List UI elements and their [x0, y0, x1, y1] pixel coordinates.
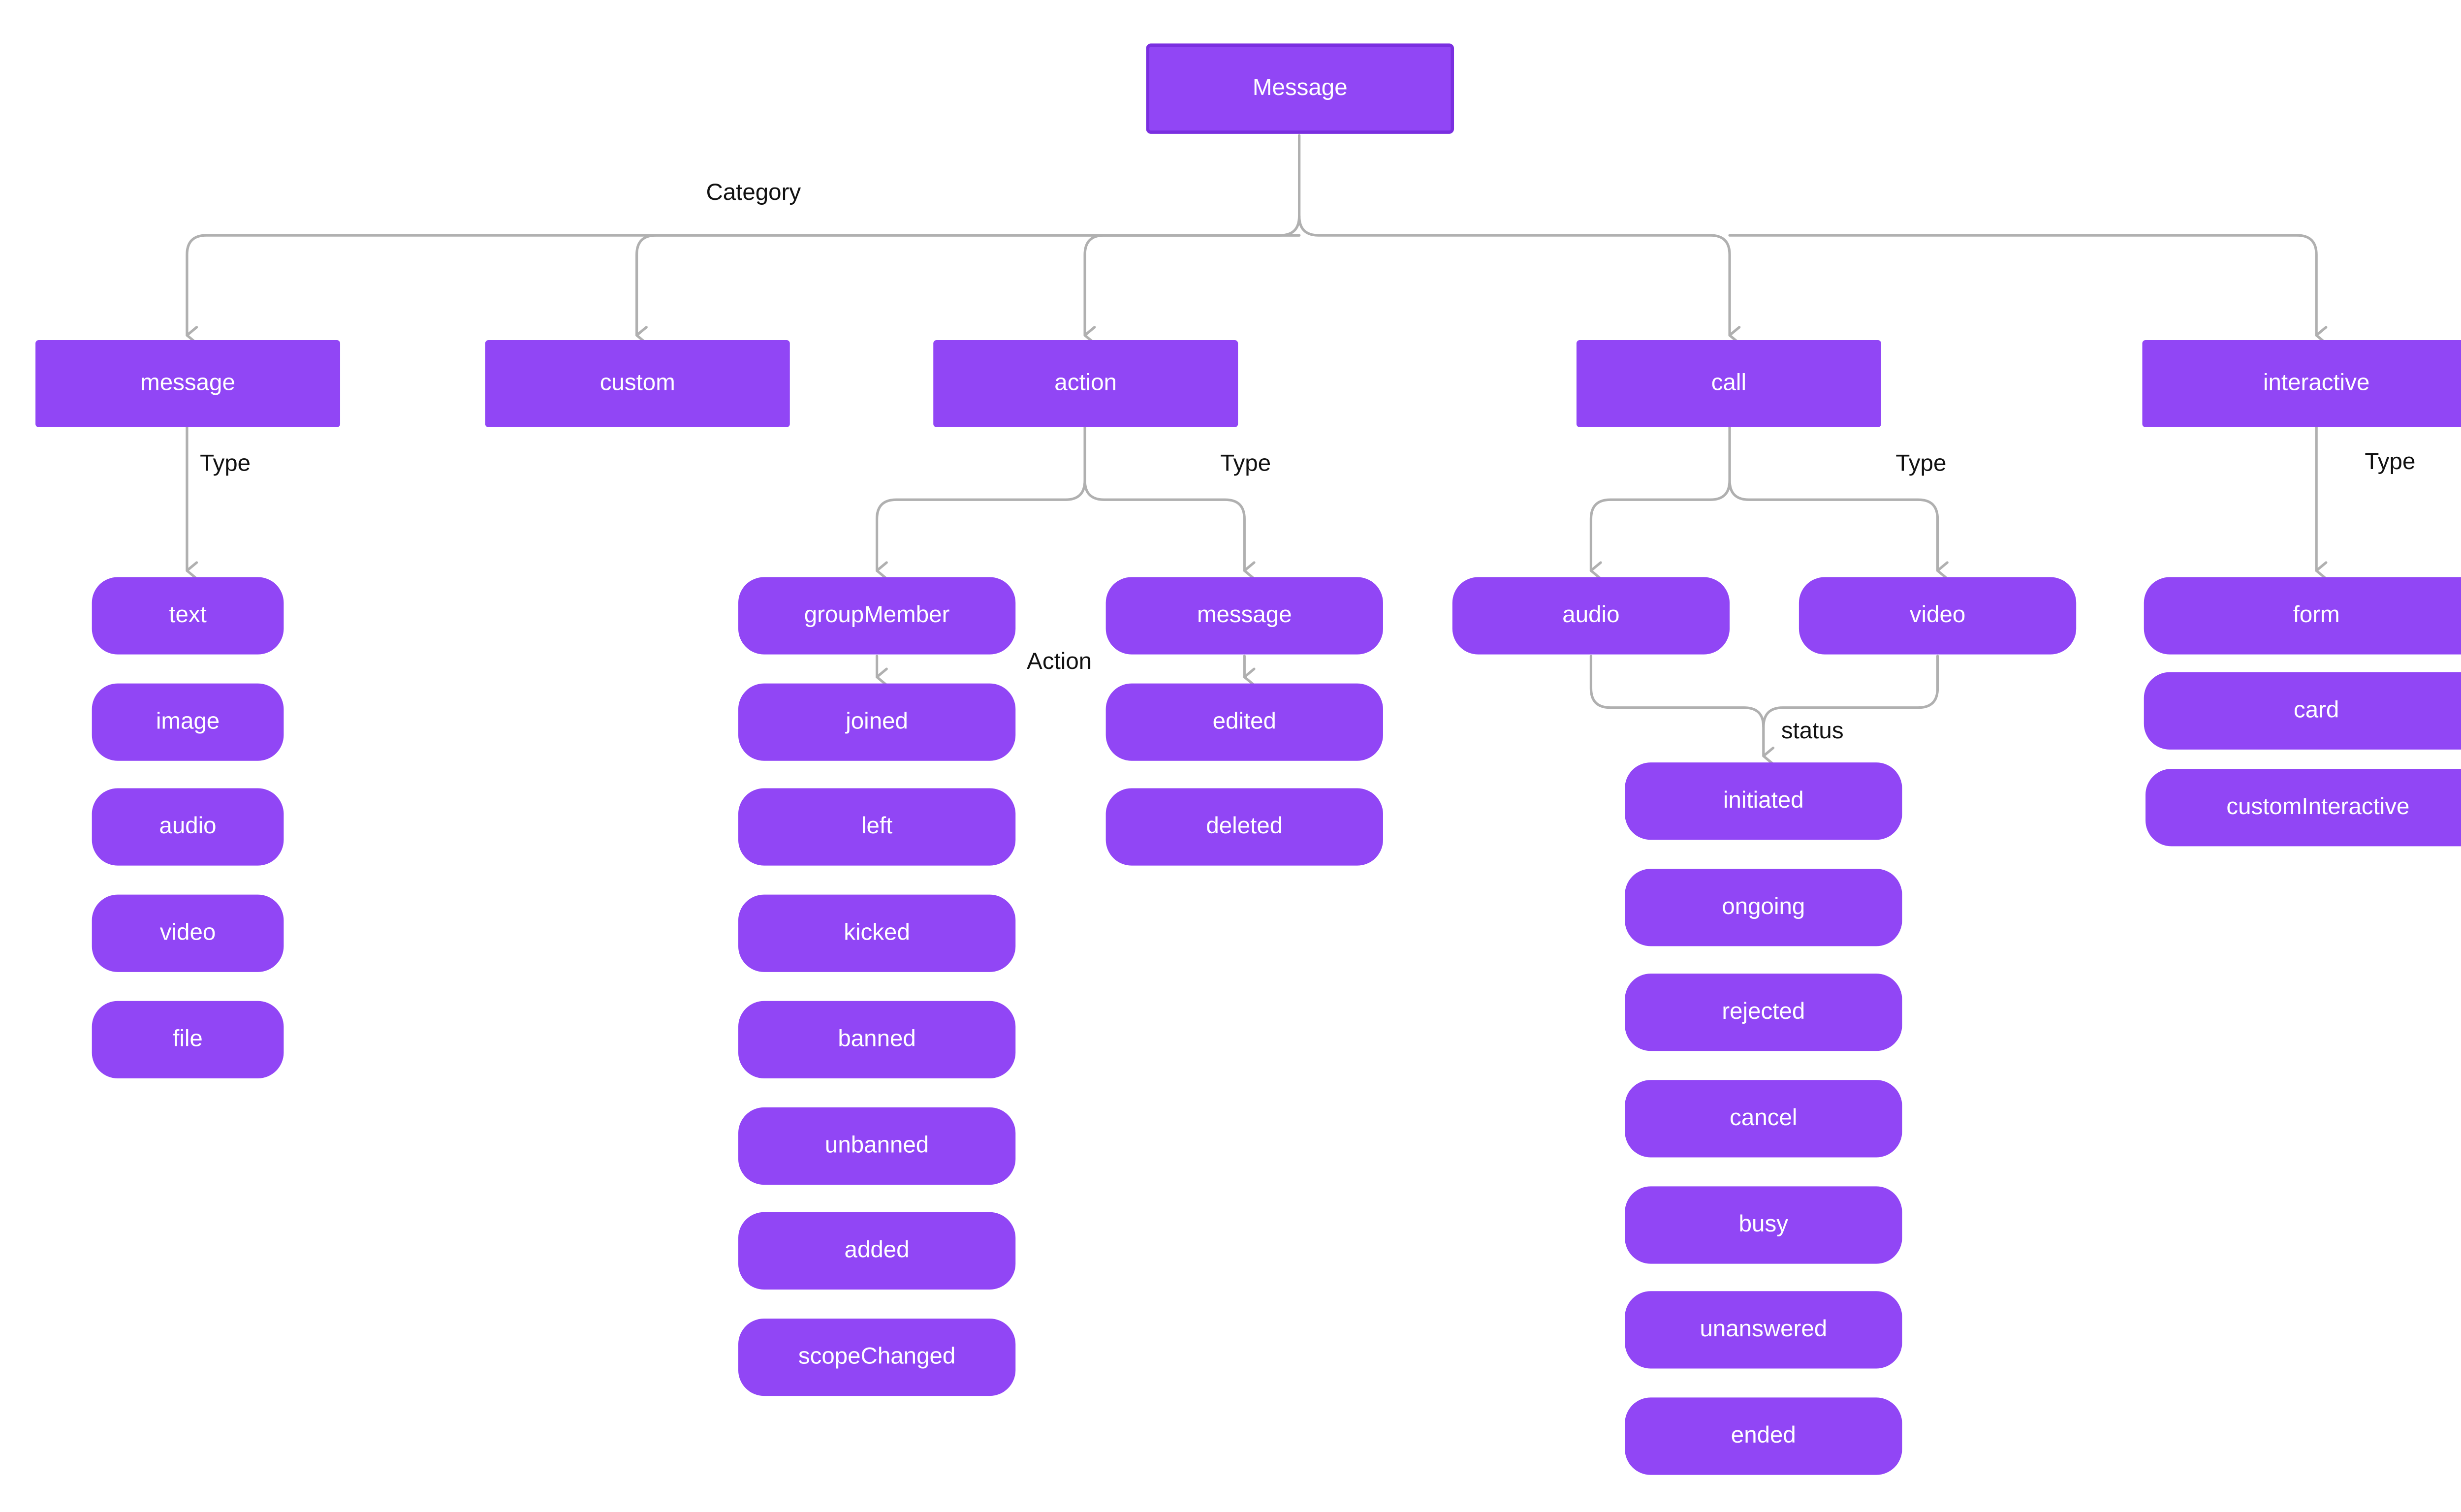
- connector-call-video: [1728, 479, 1949, 580]
- groupmember-action-added: added: [738, 1212, 1016, 1290]
- groupmember-action-left: left: [738, 788, 1016, 866]
- label-category: Category: [706, 180, 801, 207]
- call-status-ongoing: ongoing: [1625, 869, 1902, 946]
- connector-root-interactive: [1728, 234, 2328, 345]
- label-type-interactive: Type: [2365, 449, 2416, 476]
- message-action-edited: edited: [1105, 683, 1383, 761]
- root-node-message: Message: [1146, 43, 1454, 134]
- interactive-type-custominteractive: customInteractive: [2145, 769, 2461, 847]
- message-type-file: file: [92, 1001, 284, 1078]
- message-type-audio: audio: [92, 788, 284, 866]
- interactive-type-card: card: [2144, 672, 2461, 750]
- category-node-custom: custom: [485, 340, 790, 427]
- groupmember-action-scopechanged: scopeChanged: [738, 1318, 1016, 1396]
- label-type-call: Type: [1895, 451, 1947, 477]
- interactive-type-form: form: [2144, 577, 2461, 655]
- connector-action-groupmember: [875, 426, 1086, 580]
- connector-root-call: [1298, 215, 1741, 345]
- action-type-message: message: [1105, 577, 1383, 655]
- category-node-call: call: [1576, 340, 1881, 427]
- groupmember-action-banned: banned: [738, 1001, 1016, 1078]
- label-status: status: [1781, 719, 1844, 745]
- call-status-initiated: initiated: [1625, 762, 1902, 840]
- connector-root-trunk: [186, 134, 1301, 345]
- groupmember-action-unbanned: unbanned: [738, 1107, 1016, 1185]
- action-type-groupmember: groupMember: [738, 577, 1016, 655]
- call-status-ended: ended: [1625, 1397, 1902, 1475]
- label-action: Action: [1027, 649, 1092, 676]
- groupmember-action-kicked: kicked: [738, 894, 1016, 972]
- call-type-audio: audio: [1452, 577, 1730, 655]
- message-type-text: text: [92, 577, 284, 655]
- groupmember-action-joined: joined: [738, 683, 1016, 761]
- call-type-video: video: [1798, 577, 2077, 655]
- category-node-interactive: interactive: [2142, 340, 2461, 427]
- connector-audio-status: [1589, 655, 1775, 765]
- connector-video-status: [1762, 655, 1939, 728]
- label-type-message: Type: [200, 451, 251, 477]
- call-status-cancel: cancel: [1625, 1080, 1902, 1158]
- message-action-deleted: deleted: [1105, 788, 1383, 866]
- message-type-video: video: [92, 894, 284, 972]
- connector-action-message: [1083, 479, 1256, 580]
- connector-root-action: [1083, 234, 1301, 345]
- call-status-busy: busy: [1625, 1186, 1902, 1264]
- category-node-message: message: [35, 340, 341, 427]
- category-node-action: action: [933, 340, 1238, 427]
- message-type-image: image: [92, 683, 284, 761]
- connector-root-custom: [635, 234, 1301, 345]
- call-status-unanswered: unanswered: [1625, 1291, 1902, 1369]
- connector-call-audio: [1589, 426, 1731, 580]
- call-status-rejected: rejected: [1625, 974, 1902, 1051]
- label-type-action: Type: [1220, 451, 1271, 477]
